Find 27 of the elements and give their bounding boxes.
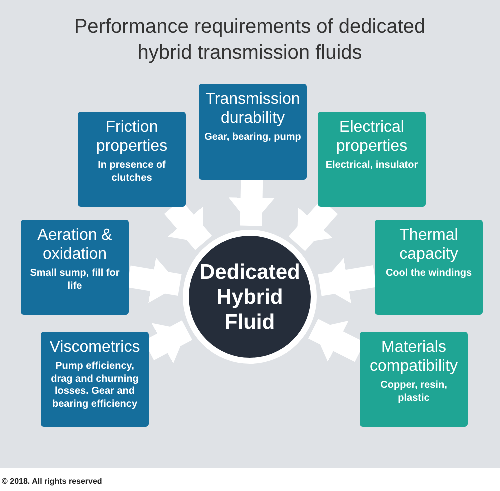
title: Performance requirements of dedicated hybrid transmission fluids [73, 15, 427, 66]
requirement-box [318, 112, 426, 207]
requirement-box [375, 220, 483, 315]
box-heading: Electrical properties [335, 118, 409, 156]
box-description: Electrical, insulator [326, 160, 418, 172]
box-description: In presence of clutches [97, 160, 167, 185]
box-description: Gear, bearing, pump [204, 132, 302, 144]
box-description: Copper, resin, plastic [380, 380, 448, 405]
requirement-box [78, 112, 186, 207]
box-heading: Aeration & oxidation [36, 226, 114, 264]
block-arrow [228, 180, 275, 226]
box-heading: Friction properties [95, 118, 169, 156]
requirement-box [360, 332, 468, 427]
box-description: Cool the windings [386, 268, 472, 280]
box-heading: Transmission durability [204, 90, 302, 128]
copyright-note: © 2018. All rights reserved [2, 476, 102, 488]
box-heading: Thermal capacity [398, 226, 460, 264]
box-heading: Viscometrics [50, 338, 140, 357]
requirement-box [199, 84, 307, 180]
requirement-box [21, 220, 129, 315]
box-description: Pump efficiency, drag and churning losses. Gear and bearing efficiency [50, 361, 140, 411]
block-arrow [127, 258, 182, 304]
requirement-box [41, 332, 149, 427]
box-heading: Materials compatibility [368, 338, 460, 376]
box-description: Small sump, fill for life [29, 268, 121, 293]
block-arrow [318, 258, 377, 304]
hub-label: Dedicated Hybrid Fluid [200, 260, 300, 334]
